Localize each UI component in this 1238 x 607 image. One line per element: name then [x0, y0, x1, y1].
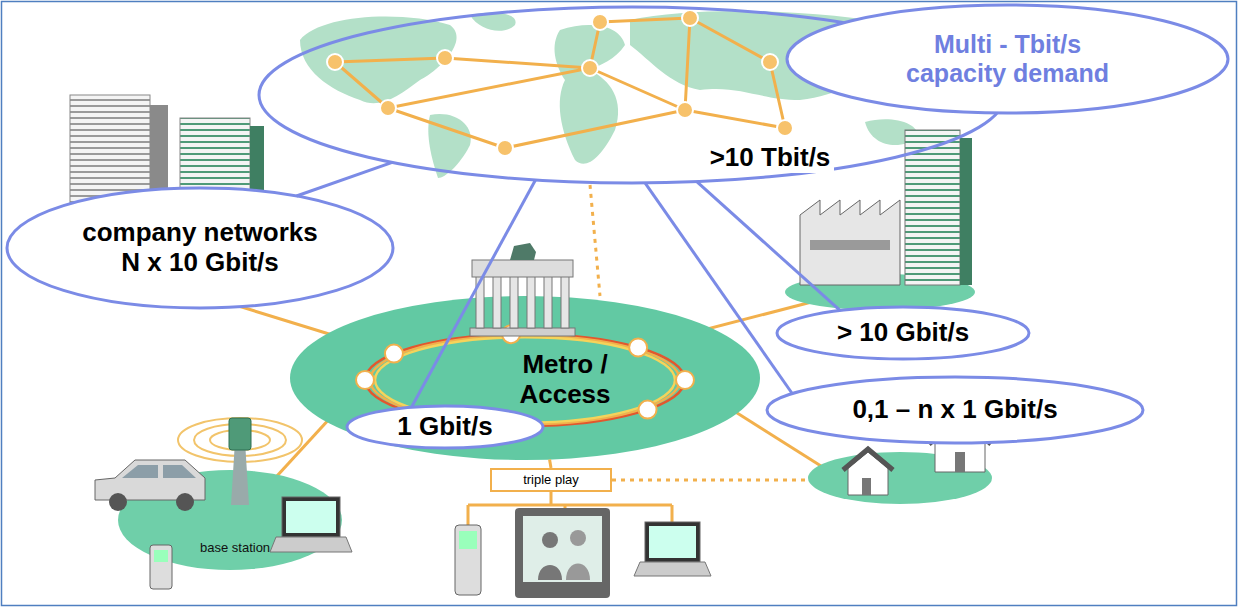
node-label: >10 Tbit/s	[706, 143, 835, 173]
link-line	[550, 460, 551, 468]
node-label: triple play	[523, 473, 579, 488]
service-box: triple play	[490, 468, 612, 492]
node-label: Multi - Tbit/s capacity demand	[888, 30, 1128, 88]
node-label: 1 Gbit/s	[397, 412, 492, 442]
capacity-callout: Multi - Tbit/s capacity demand	[785, 3, 1230, 115]
mobile-cell	[95, 418, 352, 589]
site-label: base station	[200, 540, 270, 555]
backbone-links	[335, 18, 785, 148]
node-label: Metro / Access	[500, 350, 630, 410]
link-line	[411, 180, 535, 407]
rate-callout: 0,1 – n x 1 Gbit/s	[765, 375, 1145, 445]
node-label: > 10 Gbit/s	[837, 318, 969, 348]
rate-callout: 1 Gbit/s	[345, 404, 545, 450]
rate-callout: > 10 Gbit/s	[775, 305, 1031, 361]
node-label: 0,1 – n x 1 Gbit/s	[852, 395, 1057, 425]
node-label: company networks N x 10 Gbit/s	[75, 218, 325, 278]
link-line	[645, 183, 792, 394]
link-line	[697, 182, 840, 311]
dotted-link	[590, 185, 600, 296]
triple-play-devices	[455, 508, 711, 598]
link-line	[297, 162, 393, 196]
backbone-nodes	[327, 10, 793, 156]
rate-callout: company networks N x 10 Gbit/s	[5, 186, 395, 310]
city-gate	[470, 243, 575, 336]
